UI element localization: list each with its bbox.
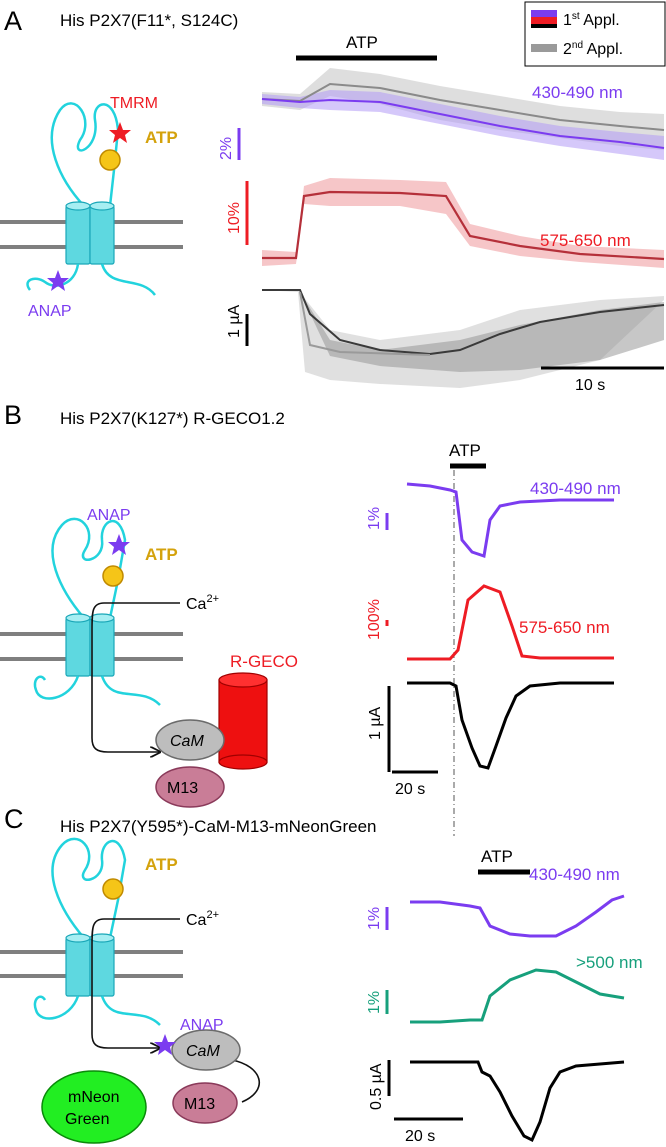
time-scale-label: 10 s [575, 377, 605, 394]
atp-bar-label: ATP [481, 847, 513, 866]
mneongreen-domain [41, 1070, 147, 1144]
atp-label: ATP [145, 128, 178, 147]
trace-green [410, 968, 625, 1024]
scale-bar-label: 100% [366, 599, 383, 640]
panel-c-letter: C [4, 804, 24, 834]
legend-entry-first: 1st Appl. [563, 11, 620, 29]
panel-a-trace-current: 1 µA 10 s [226, 289, 665, 394]
tmrm-label: TMRM [110, 95, 158, 112]
trace-red [407, 584, 614, 661]
r-geco-cylinder [218, 672, 268, 770]
panel-b-title: His P2X7(K127*) R-GECO1.2 [60, 409, 285, 428]
panel-c-schematic: ATP Ca2+ CaM M13 ANAP mNeon Green [0, 837, 261, 1144]
panel-a: A His P2X7(F11*, S124C) TMRM ATP ANAP [0, 1, 666, 394]
cam-domain [155, 719, 225, 761]
panel-a-legend: 1st Appl. 2nd Appl. [524, 1, 666, 67]
panel-a-letter: A [4, 6, 22, 36]
panel-b-letter: B [4, 400, 22, 430]
cam-domain [171, 1029, 241, 1071]
scale-bar-label: 1% [366, 991, 383, 1014]
ca-flux-arrow [91, 602, 180, 752]
panel-c-title: His P2X7(Y595*)-CaM-M13-mNeonGreen [60, 817, 377, 836]
anap-label: ANAP [87, 507, 131, 524]
atp-label: ATP [145, 855, 178, 874]
atp-ligand-icon [102, 565, 124, 587]
scale-bar-label: 0.5 µA [368, 1063, 385, 1110]
trace-violet [406, 482, 614, 558]
scale-bar-label: 1 µA [226, 304, 243, 338]
ca-label: Ca2+ [186, 593, 219, 613]
atp-label: ATP [145, 545, 178, 564]
trace-current [410, 1060, 625, 1143]
atp-bar-label: ATP [346, 33, 378, 52]
helix-cylinder [89, 205, 115, 265]
anap-star-icon [154, 1034, 176, 1055]
panel-a-trace-violet: 430-490 nm 2% [218, 68, 665, 160]
trace-current [407, 681, 614, 770]
anap-star-icon [108, 534, 130, 555]
trace-wavelength-label: 430-490 nm [529, 865, 620, 884]
mneon-label-line1: mNeon [68, 1089, 120, 1106]
scale-bar-label: 1% [366, 907, 383, 930]
trace-wavelength-label: 575-650 nm [519, 618, 610, 637]
atp-bar-label: ATP [449, 441, 481, 460]
time-scale-label: 20 s [405, 1128, 435, 1145]
scale-bar-label: 1% [366, 507, 383, 530]
atp-ligand-icon [102, 878, 124, 900]
panel-a-trace-red: 575-650 nm 10% [226, 178, 665, 268]
anap-star-icon [47, 270, 69, 291]
m13-label: M13 [167, 780, 198, 797]
scale-bar-label: 2% [218, 137, 235, 160]
panel-a-schematic: TMRM ATP ANAP [0, 95, 183, 320]
mneon-label-line2: Green [65, 1111, 109, 1128]
trace-wavelength-label: 430-490 nm [532, 83, 623, 102]
ca-label: Ca2+ [186, 909, 219, 929]
time-scale-label: 20 s [395, 781, 425, 798]
helix-cylinder [65, 937, 91, 997]
panel-a-title: His P2X7(F11*, S124C) [60, 11, 238, 30]
panel-b-schematic: ANAP ATP Ca2+ CaM M13 R-GECO [0, 507, 298, 808]
anap-label: ANAP [180, 1017, 224, 1034]
helix-cylinder [89, 617, 115, 677]
scale-bar-label: 10% [226, 202, 243, 234]
m13-domain [172, 1082, 238, 1124]
m13-label: M13 [184, 1096, 215, 1113]
anap-label: ANAP [28, 303, 72, 320]
helix-cylinder [89, 937, 115, 997]
scale-bar-label: 1 µA [367, 706, 384, 740]
cam-label: CaM [170, 733, 204, 750]
cam-label: CaM [186, 1043, 220, 1060]
linker-line [231, 1059, 261, 1103]
trace-wavelength-label: 575-650 nm [540, 231, 631, 250]
trace-wavelength-label: >500 nm [576, 953, 643, 972]
legend-entry-second: 2nd Appl. [563, 40, 623, 58]
r-geco-label: R-GECO [230, 652, 298, 671]
helix-cylinder [65, 617, 91, 677]
ca-flux-arrow [91, 918, 180, 1048]
m13-domain [155, 766, 225, 808]
panel-b: B His P2X7(K127*) R-GECO1.2 ANAP ATP Ca2… [0, 400, 621, 836]
helix-cylinder [65, 205, 91, 265]
trace-wavelength-label: 430-490 nm [530, 479, 621, 498]
tmrm-star-icon [109, 122, 131, 143]
atp-ligand-icon [99, 149, 121, 171]
panel-c: C His P2X7(Y595*)-CaM-M13-mNeonGreen ATP… [0, 804, 643, 1145]
trace-violet [410, 894, 625, 938]
